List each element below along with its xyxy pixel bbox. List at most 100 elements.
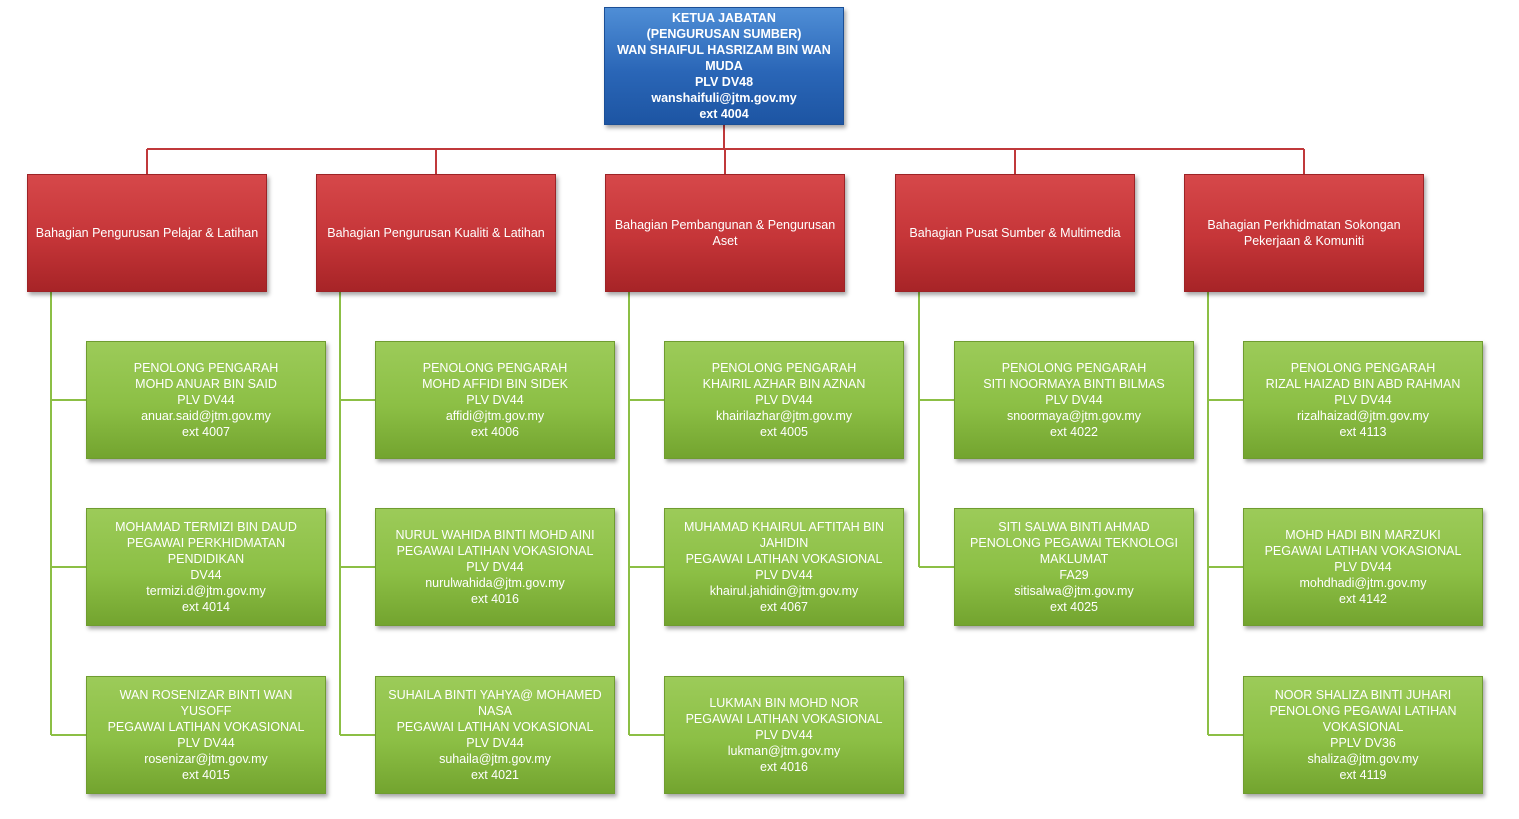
department-box[interactable]: Bahagian Pengurusan Pelajar & Latihan bbox=[27, 174, 267, 292]
staff-line: PLV DV44 bbox=[1334, 560, 1392, 574]
staff-line: khairul.jahidin@jtm.gov.my bbox=[709, 584, 859, 598]
staff-box[interactable]: LUKMAN BIN MOHD NOR PEGAWAI LATIHAN VOKAS… bbox=[664, 676, 904, 794]
staff-line: PENOLONG PEGAWAI LATIHAN VOKASIONAL bbox=[1269, 704, 1457, 734]
staff-line: ext 4067 bbox=[760, 600, 808, 614]
head-ext: ext 4004 bbox=[699, 107, 749, 121]
staff-line: PEGAWAI LATIHAN VOKASIONAL bbox=[1264, 544, 1462, 558]
staff-box[interactable]: PENOLONG PENGARAH SITI NOORMAYA BINTI BIL… bbox=[954, 341, 1194, 459]
staff-line: MOHD AFFIDI BIN SIDEK bbox=[422, 377, 568, 391]
staff-line: PLV DV44 bbox=[1045, 393, 1103, 407]
staff-line: PEGAWAI LATIHAN VOKASIONAL bbox=[396, 544, 594, 558]
staff-line: PENOLONG PENGARAH bbox=[133, 361, 279, 375]
staff-line: ext 4022 bbox=[1050, 425, 1098, 439]
staff-line: affidi@jtm.gov.my bbox=[445, 409, 545, 423]
staff-line: ext 4119 bbox=[1339, 768, 1387, 782]
head-of-department-box[interactable]: KETUA JABATAN (PENGURUSAN SUMBER) WAN SH… bbox=[604, 7, 844, 125]
staff-line: ext 4113 bbox=[1339, 425, 1387, 439]
staff-line: SUHAILA BINTI YAHYA@ MOHAMED NASA bbox=[388, 688, 602, 718]
staff-line: SITI NOORMAYA BINTI BILMAS bbox=[983, 377, 1165, 391]
head-title: KETUA JABATAN bbox=[672, 11, 776, 25]
staff-line: termizi.d@jtm.gov.my bbox=[146, 584, 266, 598]
staff-line: ext 4007 bbox=[182, 425, 230, 439]
staff-line: PEGAWAI LATIHAN VOKASIONAL bbox=[685, 552, 883, 566]
staff-line: rizalhaizad@jtm.gov.my bbox=[1297, 409, 1429, 423]
staff-line: PLV DV44 bbox=[177, 736, 235, 750]
staff-line: MUHAMAD KHAIRUL AFTITAH BIN JAHIDIN bbox=[683, 520, 885, 550]
head-unit: (PENGURUSAN SUMBER) bbox=[646, 27, 802, 41]
staff-line: sitisalwa@jtm.gov.my bbox=[1014, 584, 1134, 598]
department-name: Bahagian Perkhidmatan Sokongan Pekerjaan… bbox=[1207, 218, 1401, 248]
staff-line: PENOLONG PENGARAH bbox=[711, 361, 857, 375]
staff-line: PLV DV44 bbox=[466, 393, 524, 407]
staff-line: ext 4025 bbox=[1050, 600, 1098, 614]
staff-line: PEGAWAI LATIHAN VOKASIONAL bbox=[107, 720, 305, 734]
staff-line: PEGAWAI PERKHIDMATAN PENDIDIKAN bbox=[126, 536, 286, 566]
department-box[interactable]: Bahagian Perkhidmatan Sokongan Pekerjaan… bbox=[1184, 174, 1424, 292]
department-box[interactable]: Bahagian Pembangunan & Pengurusan Aset bbox=[605, 174, 845, 292]
staff-line: PEGAWAI LATIHAN VOKASIONAL bbox=[685, 712, 883, 726]
staff-line: ext 4021 bbox=[471, 768, 519, 782]
head-grade: PLV DV48 bbox=[694, 75, 754, 89]
staff-box[interactable]: SITI SALWA BINTI AHMAD PENOLONG PEGAWAI T… bbox=[954, 508, 1194, 626]
staff-line: PEGAWAI LATIHAN VOKASIONAL bbox=[396, 720, 594, 734]
department-box[interactable]: Bahagian Pusat Sumber & Multimedia bbox=[895, 174, 1135, 292]
staff-line: KHAIRIL AZHAR BIN AZNAN bbox=[702, 377, 866, 391]
department-name: Bahagian Pembangunan & Pengurusan Aset bbox=[614, 218, 836, 248]
department-name: Bahagian Pengurusan Kualiti & Latihan bbox=[327, 226, 545, 240]
staff-line: khairilazhar@jtm.gov.my bbox=[715, 409, 853, 423]
staff-line: MOHD HADI BIN MARZUKI bbox=[1285, 528, 1441, 542]
head-name: WAN SHAIFUL HASRIZAM BIN WAN MUDA bbox=[617, 43, 831, 73]
staff-box[interactable]: SUHAILA BINTI YAHYA@ MOHAMED NASA PEGAWAI… bbox=[375, 676, 615, 794]
staff-line: PENOLONG PENGARAH bbox=[1001, 361, 1147, 375]
staff-line: ext 4005 bbox=[760, 425, 808, 439]
staff-line: rosenizar@jtm.gov.my bbox=[144, 752, 268, 766]
staff-box[interactable]: WAN ROSENIZAR BINTI WAN YUSOFF PEGAWAI LA… bbox=[86, 676, 326, 794]
staff-line: LUKMAN BIN MOHD NOR bbox=[709, 696, 859, 710]
staff-box[interactable]: PENOLONG PENGARAH RIZAL HAIZAD BIN ABD RA… bbox=[1243, 341, 1483, 459]
staff-line: NOOR SHALIZA BINTI JUHARI bbox=[1274, 688, 1452, 702]
staff-line: MOHD ANUAR BIN SAID bbox=[135, 377, 277, 391]
head-email: wanshaifuli@jtm.gov.my bbox=[651, 91, 797, 105]
staff-box[interactable]: NOOR SHALIZA BINTI JUHARI PENOLONG PEGAWA… bbox=[1243, 676, 1483, 794]
staff-box[interactable]: PENOLONG PENGARAH KHAIRIL AZHAR BIN AZNAN… bbox=[664, 341, 904, 459]
staff-line: PENOLONG PENGARAH bbox=[422, 361, 568, 375]
staff-line: nurulwahida@jtm.gov.my bbox=[425, 576, 565, 590]
staff-box[interactable]: PENOLONG PENGARAH MOHD AFFIDI BIN SIDEK PL… bbox=[375, 341, 615, 459]
staff-line: NURUL WAHIDA BINTI MOHD AINI bbox=[395, 528, 595, 542]
staff-line: ext 4006 bbox=[471, 425, 519, 439]
staff-line: PENOLONG PEGAWAI TEKNOLOGI MAKLUMAT bbox=[970, 536, 1178, 566]
staff-line: WAN ROSENIZAR BINTI WAN YUSOFF bbox=[119, 688, 293, 718]
staff-line: FA29 bbox=[1059, 568, 1089, 582]
staff-line: lukman@jtm.gov.my bbox=[727, 744, 841, 758]
staff-line: mohdhadi@jtm.gov.my bbox=[1299, 576, 1427, 590]
staff-line: PLV DV44 bbox=[466, 736, 524, 750]
staff-line: shaliza@jtm.gov.my bbox=[1307, 752, 1419, 766]
staff-line: PLV DV44 bbox=[755, 728, 813, 742]
staff-line: DV44 bbox=[190, 568, 222, 582]
staff-box[interactable]: MOHAMAD TERMIZI BIN DAUD PEGAWAI PERKHIDM… bbox=[86, 508, 326, 626]
staff-line: PLV DV44 bbox=[177, 393, 235, 407]
staff-line: PLV DV44 bbox=[755, 568, 813, 582]
staff-line: PLV DV44 bbox=[466, 560, 524, 574]
staff-line: ext 4014 bbox=[182, 600, 230, 614]
staff-line: RIZAL HAIZAD BIN ABD RAHMAN bbox=[1265, 377, 1461, 391]
staff-line: PENOLONG PENGARAH bbox=[1290, 361, 1436, 375]
staff-box[interactable]: MUHAMAD KHAIRUL AFTITAH BIN JAHIDIN PEGAW… bbox=[664, 508, 904, 626]
staff-line: ext 4016 bbox=[760, 760, 808, 774]
staff-line: PPLV DV36 bbox=[1330, 736, 1396, 750]
staff-line: suhaila@jtm.gov.my bbox=[439, 752, 551, 766]
department-name: Bahagian Pusat Sumber & Multimedia bbox=[909, 226, 1121, 240]
staff-line: PLV DV44 bbox=[755, 393, 813, 407]
staff-line: SITI SALWA BINTI AHMAD bbox=[998, 520, 1150, 534]
staff-line: ext 4142 bbox=[1339, 592, 1387, 606]
staff-line: snoormaya@jtm.gov.my bbox=[1006, 409, 1142, 423]
staff-line: anuar.said@jtm.gov.my bbox=[141, 409, 271, 423]
staff-line: MOHAMAD TERMIZI BIN DAUD bbox=[115, 520, 297, 534]
staff-line: ext 4015 bbox=[182, 768, 230, 782]
staff-line: PLV DV44 bbox=[1334, 393, 1392, 407]
staff-line: ext 4016 bbox=[471, 592, 519, 606]
staff-box[interactable]: NURUL WAHIDA BINTI MOHD AINI PEGAWAI LATI… bbox=[375, 508, 615, 626]
staff-box[interactable]: MOHD HADI BIN MARZUKI PEGAWAI LATIHAN VOK… bbox=[1243, 508, 1483, 626]
staff-box[interactable]: PENOLONG PENGARAH MOHD ANUAR BIN SAID PLV … bbox=[86, 341, 326, 459]
department-box[interactable]: Bahagian Pengurusan Kualiti & Latihan bbox=[316, 174, 556, 292]
